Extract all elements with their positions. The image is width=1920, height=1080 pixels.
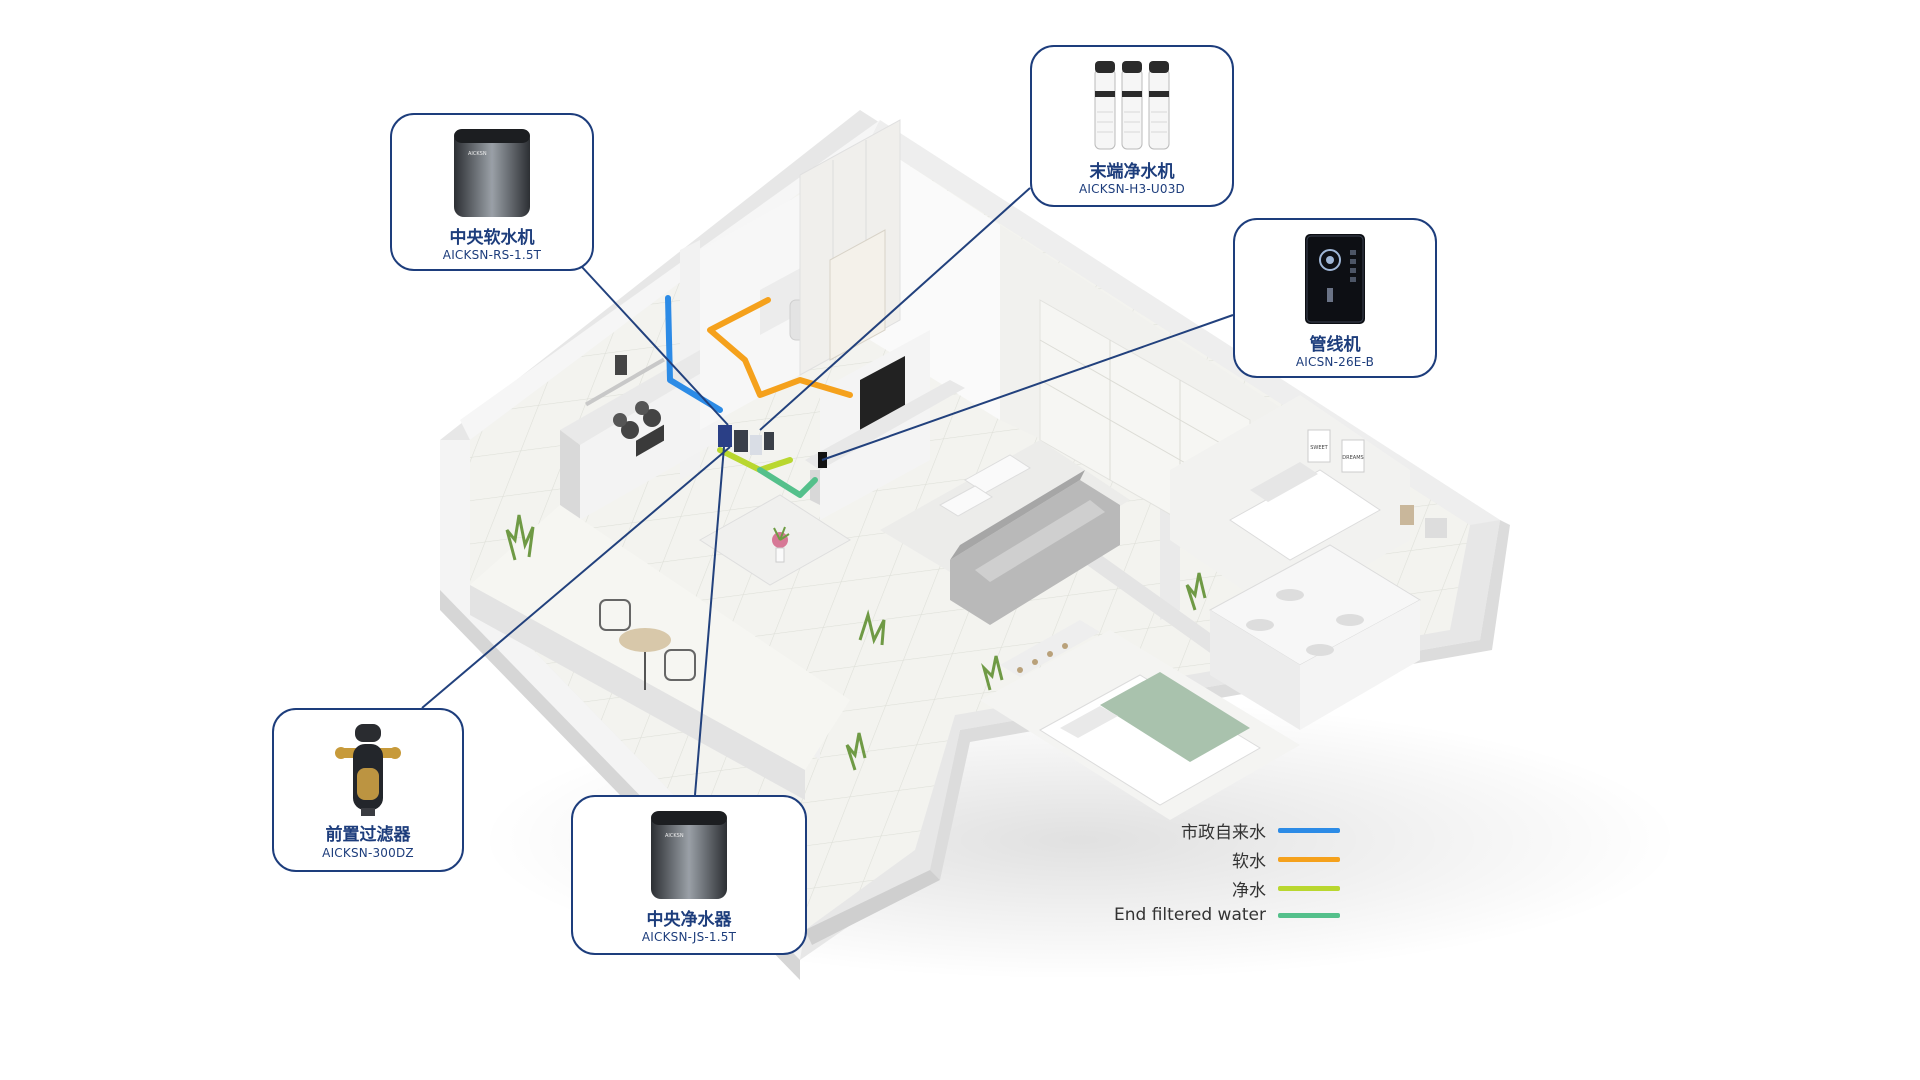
legend-item-end-filtered-water: End filtered water <box>1114 905 1340 925</box>
product-model: AICSN-26E-B <box>1295 355 1375 369</box>
product-name: 中央净水器 <box>646 910 732 930</box>
legend-label: End filtered water <box>1114 905 1266 925</box>
terminal-filter-image <box>1032 57 1232 157</box>
water-pipes <box>665 295 853 498</box>
product-card-softener[interactable]: AICKSN 中央软水机 AICKSN-RS-1.5T <box>390 113 594 271</box>
dining-area <box>699 494 851 586</box>
product-card-terminal[interactable]: 末端净水机 AICKSN-H3-U03D <box>1030 45 1234 207</box>
callout-line-terminal <box>759 187 1031 431</box>
product-model: AICKSN-300DZ <box>322 846 414 860</box>
callout-line-purifier <box>694 446 725 796</box>
callout-lines <box>421 187 1234 796</box>
softener-brand-label: AICKSN <box>468 151 487 157</box>
softener-device-image: AICKSN <box>392 125 592 221</box>
legend-label: 净水 <box>1232 881 1266 901</box>
product-model: AICKSN-H3-U03D <box>1078 182 1185 196</box>
product-name: 末端净水机 <box>1089 162 1175 182</box>
purifier-brand-label: AICKSN <box>665 833 684 839</box>
product-model: AICKSN-JS-1.5T <box>641 930 737 944</box>
product-card-prefilter[interactable]: 前置过滤器 AICKSN-300DZ <box>272 708 464 872</box>
callout-line-prefilter <box>421 446 731 709</box>
callout-line-softener <box>581 266 729 426</box>
pipeline-device-image <box>1235 230 1435 328</box>
legend-swatch <box>1278 886 1340 891</box>
pipe-tap-water <box>665 295 723 413</box>
legend-label: 软水 <box>1232 852 1266 872</box>
product-card-pipeline[interactable]: 管线机 AICSN-26E-B <box>1233 218 1437 378</box>
bedroom-front <box>980 620 1300 820</box>
legend-swatch <box>1278 857 1340 862</box>
wall-art-sweet: SWEET <box>1310 445 1328 451</box>
pipe-end-filtered-water <box>757 467 818 498</box>
product-name: 前置过滤器 <box>325 825 411 845</box>
legend-label: 市政自来水 <box>1181 823 1266 843</box>
product-model: AICKSN-RS-1.5T <box>442 248 542 262</box>
legend-item-tap-water: 市政自来水 <box>1181 818 1340 843</box>
product-card-purifier[interactable]: AICKSN 中央净水器 AICKSN-JS-1.5T <box>571 795 807 955</box>
purifier-device-image: AICKSN <box>573 807 805 903</box>
legend-swatch <box>1278 828 1340 833</box>
product-name: 管线机 <box>1309 335 1361 355</box>
product-name: 中央软水机 <box>449 228 535 248</box>
wall-art-dreams: DREAMS <box>1342 455 1363 461</box>
prefilter-device-image <box>274 720 462 820</box>
legend-item-soft-water: 软水 <box>1232 847 1340 872</box>
legend-item-pure-water: 净水 <box>1232 876 1340 901</box>
bathroom <box>1185 544 1422 730</box>
balcony <box>470 505 867 800</box>
callout-line-pipeline <box>821 314 1234 461</box>
legend-swatch <box>1278 912 1340 918</box>
pipe-soft-water <box>707 297 853 398</box>
